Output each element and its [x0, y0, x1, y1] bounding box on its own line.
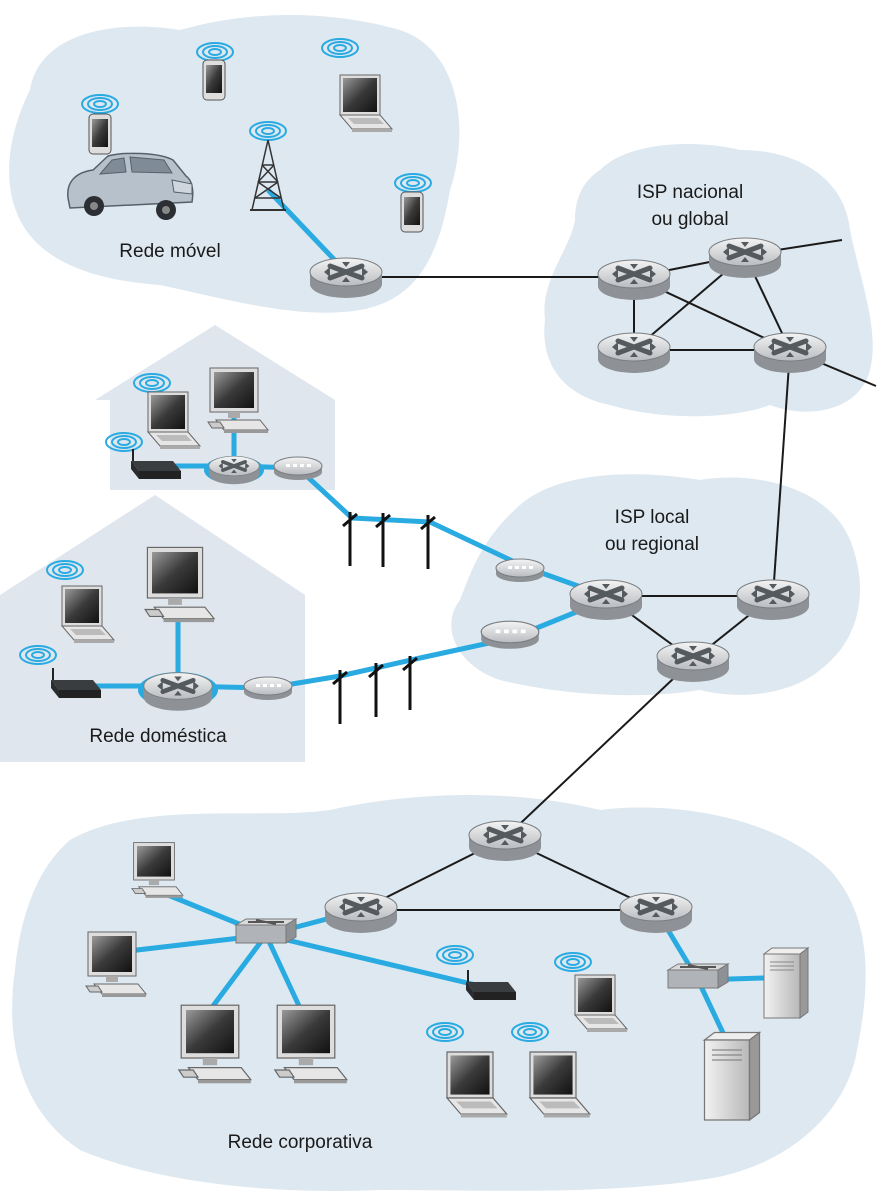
- router-icon: [737, 580, 809, 620]
- local-isp-label-line1: ISP local: [615, 507, 690, 528]
- smartphone-icon: [400, 191, 424, 233]
- server-icon: [763, 947, 809, 1019]
- router-icon: [144, 673, 212, 711]
- router-icon: [598, 333, 670, 373]
- router-icon: [754, 333, 826, 373]
- mobile-network-label: Rede móvel: [119, 241, 220, 262]
- router-icon: [657, 642, 729, 682]
- router-icon: [709, 238, 781, 278]
- cell-tower-icon: [250, 139, 286, 211]
- modem-icon: [273, 456, 323, 481]
- mobile-network-cloud: [9, 15, 460, 313]
- modem-icon: [495, 558, 545, 583]
- router-icon: [207, 454, 261, 486]
- home-network-lower-house: [0, 495, 305, 762]
- server-icon: [703, 1031, 761, 1121]
- smartphone-icon: [88, 113, 112, 155]
- switch-icon: [235, 918, 297, 944]
- router-icon: [310, 258, 382, 298]
- router-icon: [598, 260, 670, 300]
- router-icon: [325, 893, 397, 933]
- router-icon: [469, 821, 541, 861]
- home-network-label: Rede doméstica: [89, 726, 227, 747]
- utility-pole-icon: [401, 654, 419, 712]
- router-icon: [570, 580, 642, 620]
- national-isp-label-line2: ou global: [651, 209, 728, 230]
- router-icon: [620, 893, 692, 933]
- smartphone-icon: [202, 59, 226, 101]
- enterprise-network-label: Rede corporativa: [228, 1132, 373, 1153]
- car-icon: [67, 152, 194, 220]
- national-isp-label-line1: ISP nacional: [637, 182, 743, 203]
- local-isp-label-line2: ou regional: [605, 534, 699, 555]
- modem-icon: [243, 676, 293, 701]
- modem-icon: [480, 620, 540, 650]
- switch-icon: [667, 963, 729, 989]
- local-isp-cloud: [451, 474, 860, 696]
